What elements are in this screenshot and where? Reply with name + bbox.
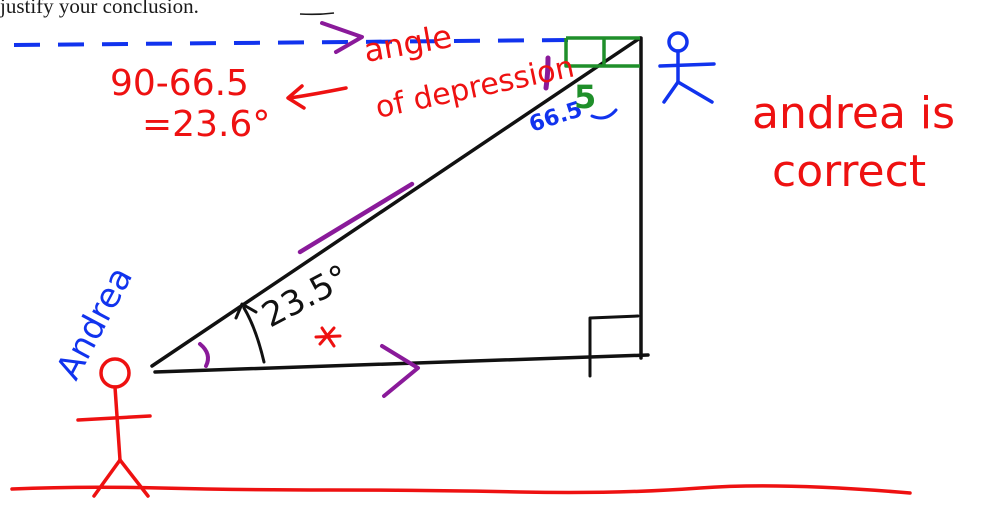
hypotenuse-mark bbox=[297, 181, 415, 255]
bottom-angle-arc bbox=[242, 306, 266, 364]
top-angle-correction: 5 bbox=[574, 78, 596, 116]
hypotenuse-line bbox=[150, 36, 642, 368]
conclusion-line1: andrea is bbox=[752, 88, 955, 139]
top-angle-underline bbox=[590, 108, 618, 120]
parallel-arrow-bottom bbox=[380, 344, 420, 398]
question-underline-stroke bbox=[299, 12, 335, 16]
star-mark bbox=[314, 326, 342, 348]
right-angle-marker-top-outer bbox=[564, 38, 640, 68]
horizontal-dashed-line bbox=[13, 38, 569, 47]
angle-arc-bottom bbox=[198, 342, 210, 368]
bottom-angle-arrowhead bbox=[234, 302, 258, 320]
parallel-arrow-top bbox=[320, 21, 364, 54]
ground-line bbox=[10, 484, 912, 495]
angle-label-line1: angle bbox=[361, 17, 455, 70]
angle-arc-top bbox=[543, 55, 551, 91]
base-line bbox=[153, 353, 650, 374]
right-angle-marker-bottom bbox=[588, 314, 640, 378]
andrea-stick-figure bbox=[76, 357, 152, 498]
subtraction-line2: =23.6° bbox=[142, 104, 270, 145]
bottom-angle-label: 23.5° bbox=[255, 257, 356, 336]
conclusion-line2: correct bbox=[772, 146, 926, 197]
pointer-arrow-head bbox=[286, 84, 306, 110]
question-text: justify your conclusion. bbox=[0, 0, 199, 18]
observer-stick-figure bbox=[658, 31, 716, 104]
pointer-arrow-shaft bbox=[288, 86, 348, 100]
subtraction-line1: 90-66.5 bbox=[110, 63, 249, 104]
